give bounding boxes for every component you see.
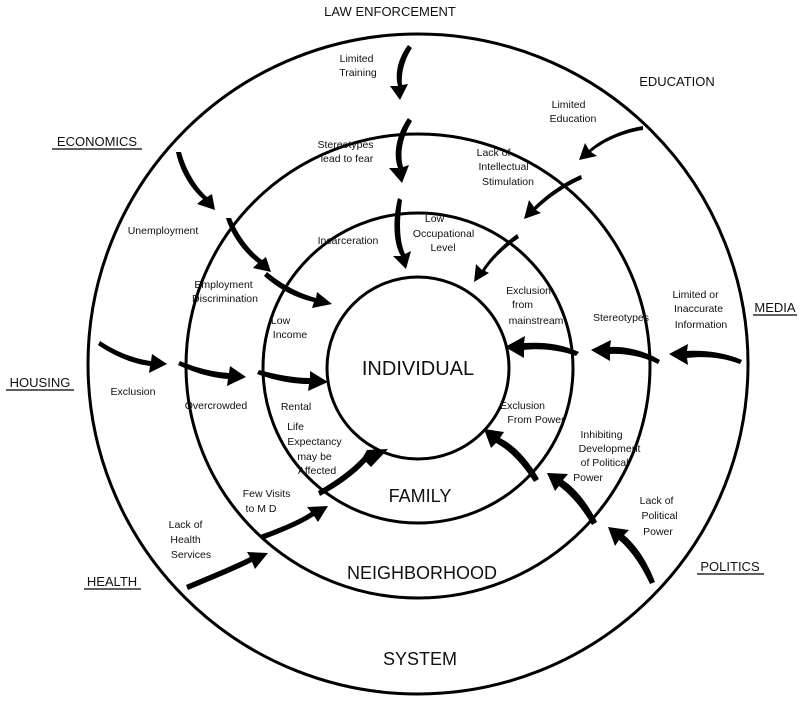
arrow-limited-information (669, 344, 742, 365)
health-label: HEALTH (87, 574, 137, 589)
rental-label: Rental (281, 401, 311, 413)
inhibiting-development-label: Inhibiting Development of Political Powe… (573, 429, 643, 484)
arrow-overcrowded (178, 361, 246, 386)
arrow-lack-political (608, 527, 655, 584)
limited-information-label: Limited or Inaccurate Information (672, 289, 727, 331)
arrow-life-expectancy (318, 449, 388, 496)
individual-label: INDIVIDUAL (362, 358, 474, 380)
low-income-label: Low Income (271, 315, 307, 341)
arrow-lack-health (186, 552, 268, 590)
arrow-lack-intellectual (524, 175, 582, 219)
law-enforcement-label: LAW ENFORCEMENT (324, 4, 456, 19)
few-visits-label: Few Visits to M D (243, 488, 294, 515)
limited-training-label: Limited Training (339, 53, 377, 79)
stereotypes-label: Stereotypes (593, 312, 649, 324)
lack-intellectual-label: Lack of Intellectual Stimulation (477, 147, 535, 188)
media-label: MEDIA (754, 300, 796, 315)
arrow-exclusion-mainstream (505, 336, 579, 358)
arrow-incarceration (393, 198, 411, 269)
overcrowded-label: Overcrowded (185, 400, 248, 412)
politics-label: POLITICS (700, 559, 760, 574)
exclusion-power-label: Exclusion From Power (500, 400, 565, 426)
arrow-stereotypes-fear (389, 118, 412, 183)
arrow-limited-training (390, 45, 412, 100)
arrow-inhibiting (547, 473, 597, 525)
life-expectancy-label: Life Expectancy may be Affected (287, 421, 345, 477)
arrow-employment-discrimination (226, 218, 271, 272)
incarceration-label: Incarceration (318, 235, 379, 247)
arrow-few-visits (260, 506, 328, 540)
lack-political-label: Lack of Political Power (640, 495, 681, 538)
education-label: EDUCATION (639, 74, 715, 89)
housing-label: HOUSING (10, 375, 71, 390)
stereotypes-fear-label: Stereotypes lead to fear (318, 139, 377, 165)
arrow-rental (257, 370, 328, 391)
limited-education-label: Limited Education (550, 99, 597, 125)
low-occupational-label: Low Occupational Level (413, 213, 477, 254)
exclusion-mainstream-label: Exclusion from mainstream (506, 285, 564, 327)
arrow-low-income (264, 272, 332, 308)
economics-label: ECONOMICS (57, 134, 138, 149)
arrow-exclusion (98, 341, 167, 373)
individual-circle (325, 275, 511, 461)
arrow-limited-education (579, 126, 643, 160)
system-circle (86, 32, 750, 696)
unemployment-label: Unemployment (128, 225, 199, 237)
arrow-exclusion-power (484, 429, 539, 482)
exclusion-label: Exclusion (111, 386, 156, 398)
employment-discrimination-label: Employment Discrimination (192, 279, 258, 305)
arrow-unemployment (176, 152, 215, 210)
neighborhood-label: NEIGHBORHOOD (347, 563, 497, 583)
arrow-low-occupational (474, 234, 519, 282)
system-label: SYSTEM (383, 649, 457, 669)
family-circle (261, 211, 575, 525)
arrow-stereotypes (591, 340, 660, 364)
lack-health-label: Lack of Health Services (169, 519, 212, 561)
family-label: FAMILY (389, 486, 452, 506)
